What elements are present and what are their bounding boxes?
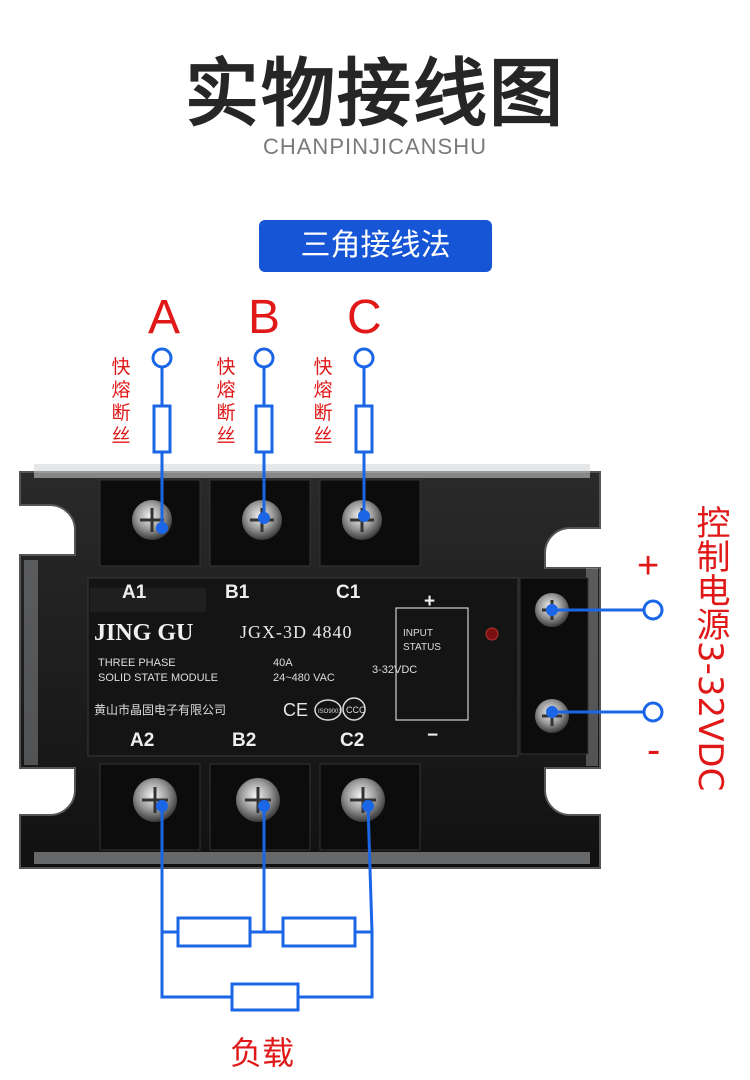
phase-label-b: B bbox=[248, 291, 281, 344]
control-plus-mark: + bbox=[424, 591, 435, 612]
control-minus-sign: - bbox=[647, 728, 661, 772]
input-status-label-2: STATUS bbox=[403, 642, 441, 653]
rating-current: 40A bbox=[273, 657, 293, 669]
input-status-label-1: INPUT bbox=[403, 628, 433, 639]
wiring-method-badge: 三角接线法 bbox=[259, 220, 492, 272]
page-subtitle: CHANPINJICANSHU bbox=[262, 134, 488, 159]
screw-b2 bbox=[236, 778, 280, 822]
status-led bbox=[485, 627, 499, 641]
terminal-label-b2: B2 bbox=[232, 730, 256, 751]
svg-text:CCC: CCC bbox=[346, 705, 366, 715]
manufacturer: 黄山市晶固电子有限公司 bbox=[94, 702, 226, 717]
ce-mark: CE bbox=[283, 700, 308, 720]
ccc-mark: CCC bbox=[342, 697, 366, 721]
module-desc-1: THREE PHASE bbox=[98, 657, 176, 669]
ssr-module: A1 B1 C1 + JING GU JGX-3D 4840 INPUT STA… bbox=[19, 464, 601, 869]
control-plus-sign: + bbox=[637, 545, 660, 587]
control-minus-mark: − bbox=[427, 725, 438, 746]
terminal-label-a2: A2 bbox=[130, 730, 154, 751]
fuse-label-c: 快熔断丝 bbox=[313, 356, 333, 447]
svg-text:ISO9001: ISO9001 bbox=[318, 709, 342, 715]
control-power-label: 控制电源3-32VDC bbox=[690, 505, 730, 792]
load-resistor-2 bbox=[281, 916, 357, 948]
input-wires bbox=[151, 347, 375, 534]
fuse-label-b: 快熔断丝 bbox=[216, 356, 236, 447]
terminal-label-a1: A1 bbox=[122, 582, 147, 603]
brand-name: JING GU bbox=[94, 620, 193, 646]
load-resistor-1 bbox=[176, 916, 252, 948]
terminal-label-c1: C1 bbox=[336, 582, 361, 603]
model-number: JGX-3D 4840 bbox=[240, 622, 353, 642]
page-title: 实物接线图 bbox=[185, 51, 565, 137]
fuse-label-a: 快熔断丝 bbox=[111, 356, 131, 447]
load-wiring bbox=[156, 800, 374, 1012]
module-desc-2: SOLID STATE MODULE bbox=[98, 672, 218, 684]
control-wires bbox=[546, 599, 664, 723]
load-resistor-3 bbox=[230, 982, 300, 1012]
phase-label-c: C bbox=[347, 291, 382, 344]
terminal-label-b1: B1 bbox=[225, 582, 250, 603]
rating-voltage: 24~480 VAC bbox=[273, 672, 335, 684]
iso-mark: ISO9001 bbox=[314, 699, 342, 721]
screw-a2 bbox=[133, 778, 177, 822]
screw-a1 bbox=[132, 500, 172, 540]
terminal-label-c2: C2 bbox=[340, 730, 364, 751]
load-label: 负载 bbox=[230, 1034, 295, 1072]
control-voltage: 3-32VDC bbox=[372, 664, 417, 676]
screw-c2 bbox=[341, 778, 385, 822]
phase-label-a: A bbox=[148, 291, 181, 344]
